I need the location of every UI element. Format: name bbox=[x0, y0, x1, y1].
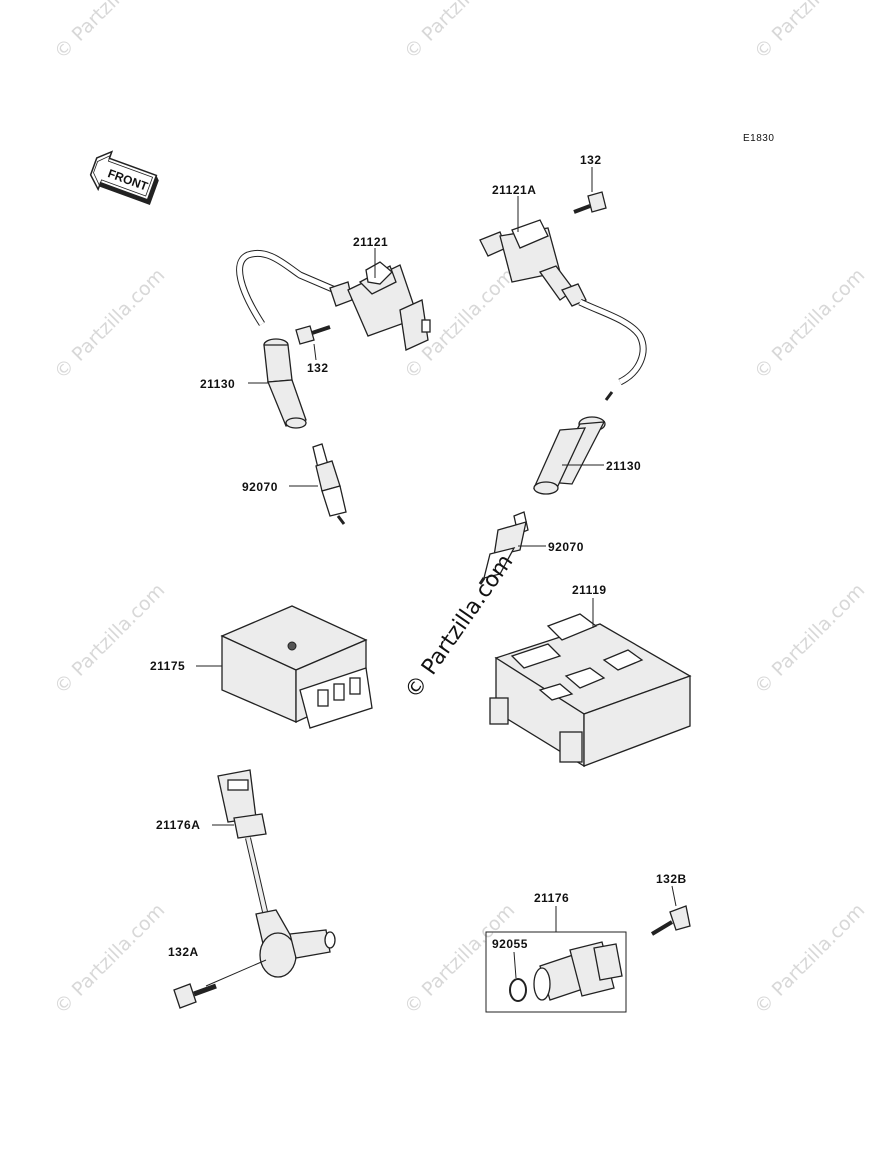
callout-92070-right: 92070 bbox=[548, 540, 584, 554]
watermark-tile: © Partzilla.com bbox=[750, 264, 869, 383]
ignition-coil-left bbox=[236, 249, 431, 351]
plug-cap-left bbox=[263, 338, 307, 429]
callout-92055: 92055 bbox=[492, 937, 528, 951]
watermark-tile: © Partzilla.com bbox=[750, 0, 869, 64]
callout-21119: 21119 bbox=[572, 583, 607, 597]
ecu-unit bbox=[489, 613, 692, 768]
bolt-sensor bbox=[173, 983, 217, 1009]
leader-lines bbox=[196, 167, 677, 987]
bolt-left bbox=[295, 325, 331, 345]
watermark-tile: © Partzilla.com bbox=[750, 579, 869, 698]
callout-21130-left: 21130 bbox=[200, 377, 235, 391]
watermark-tile: © Partzilla.com bbox=[50, 0, 169, 64]
watermark-tile: © Partzilla.com bbox=[750, 899, 869, 1018]
bolt-right-top bbox=[573, 191, 607, 214]
callout-132-left: 132 bbox=[307, 361, 329, 375]
callout-92070-left: 92070 bbox=[242, 480, 278, 494]
plug-cap-right bbox=[533, 416, 606, 495]
watermark-tile: © Partzilla.com bbox=[50, 579, 169, 698]
control-module bbox=[220, 605, 373, 729]
callout-132b: 132B bbox=[656, 872, 687, 886]
spark-plug-left bbox=[312, 443, 347, 525]
callout-21121a: 21121A bbox=[492, 183, 536, 197]
watermark-tile: © Partzilla.com bbox=[400, 0, 519, 64]
callout-132a: 132A bbox=[168, 945, 199, 959]
callout-21176: 21176 bbox=[534, 891, 569, 905]
watermark-tile: © Partzilla.com bbox=[50, 264, 169, 383]
sensor-assembly-group bbox=[485, 931, 627, 1013]
callout-21176a: 21176A bbox=[156, 818, 200, 832]
watermark-tiles: © Partzilla.com © Partzilla.com © Partzi… bbox=[50, 0, 869, 1019]
callout-21175: 21175 bbox=[150, 659, 185, 673]
callout-labels: 21121 21121A 132 132 21130 21130 92070 9… bbox=[150, 153, 687, 959]
watermark-tile: © Partzilla.com bbox=[400, 899, 519, 1018]
ignition-coil-right bbox=[479, 219, 647, 401]
front-arrow-icon: FRONT bbox=[89, 150, 159, 205]
callout-132-top: 132 bbox=[580, 153, 602, 167]
callout-21121: 21121 bbox=[353, 235, 388, 249]
bolt-132b bbox=[650, 905, 691, 936]
diagram-code: E1830 bbox=[743, 133, 774, 144]
spark-plug-right bbox=[478, 511, 529, 585]
sensor-connector bbox=[217, 769, 336, 978]
callout-21130-right: 21130 bbox=[606, 459, 641, 473]
watermark-tile: © Partzilla.com bbox=[50, 899, 169, 1018]
